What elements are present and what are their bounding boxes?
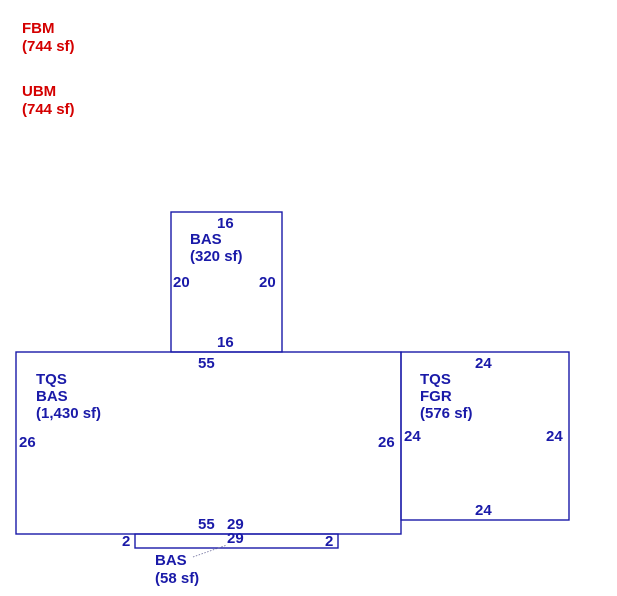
garage-code-2: FGR — [420, 388, 452, 405]
main-bas-outline — [15, 351, 402, 535]
bottom-bas-code: BAS — [155, 552, 187, 569]
main-bas-dim-top: 55 — [198, 355, 215, 372]
area-garage: TQS FGR (576 sf) 24 24 24 24 — [400, 351, 570, 521]
area-main-bas: TQS BAS (1,430 sf) 55 55 26 26 — [15, 351, 402, 535]
bottom-bas-dim-left: 2 — [122, 533, 130, 550]
note-fbm-area: (744 sf) — [22, 38, 75, 55]
garage-dim-right: 24 — [546, 428, 563, 445]
area-upper-bas: BAS (320 sf) 16 16 20 20 — [170, 211, 283, 353]
upper-bas-dim-right: 20 — [259, 274, 276, 291]
main-bas-code-2: BAS — [36, 388, 68, 405]
bottom-bas-outline — [134, 533, 339, 549]
garage-area: (576 sf) — [420, 405, 473, 422]
main-bas-area: (1,430 sf) — [36, 405, 101, 422]
upper-bas-area: (320 sf) — [190, 248, 243, 265]
note-ubm: UBM (744 sf) — [22, 83, 75, 118]
garage-dim-bottom: 24 — [475, 502, 492, 519]
main-bas-dim-left: 26 — [19, 434, 36, 451]
note-fbm: FBM (744 sf) — [22, 20, 75, 55]
bottom-bas-leader-line — [192, 544, 228, 558]
note-ubm-label: UBM — [22, 83, 56, 100]
garage-dim-top: 24 — [475, 355, 492, 372]
garage-dim-left: 24 — [404, 428, 421, 445]
note-ubm-area: (744 sf) — [22, 101, 75, 118]
main-bas-dim-bottom: 55 — [198, 516, 215, 533]
upper-bas-dim-bottom: 16 — [217, 334, 234, 351]
upper-bas-dim-left: 20 — [173, 274, 190, 291]
upper-bas-dim-top: 16 — [217, 215, 234, 232]
upper-bas-code: BAS — [190, 231, 222, 248]
bottom-bas-dim-top: 29 — [227, 516, 244, 533]
main-bas-dim-right: 26 — [378, 434, 395, 451]
main-bas-code-1: TQS — [36, 371, 67, 388]
bottom-bas-dim-right: 2 — [325, 533, 333, 550]
garage-code-1: TQS — [420, 371, 451, 388]
note-fbm-label: FBM — [22, 20, 55, 37]
bottom-bas-area: (58 sf) — [155, 570, 199, 587]
garage-outline — [400, 351, 570, 521]
bottom-bas-dim-bottom: 29 — [227, 530, 244, 547]
area-bottom-bas: 29 29 2 2 BAS (58 sf) — [122, 516, 339, 587]
